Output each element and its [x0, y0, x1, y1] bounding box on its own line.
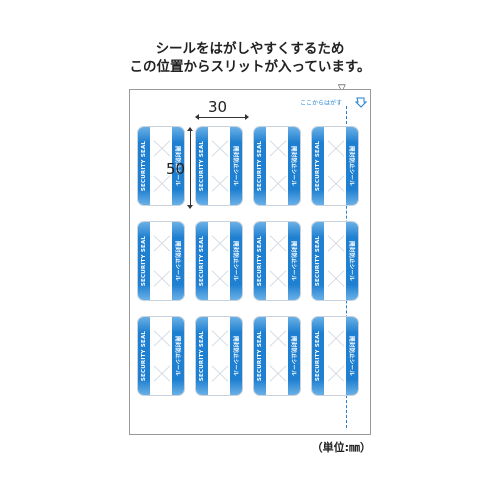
seal-band-note: 開封防止シール [174, 241, 180, 281]
height-dimension-line [187, 127, 193, 209]
cross-mark-icon [211, 330, 229, 382]
seal-band-text: SECURITY SEAL [141, 330, 147, 382]
seal-band-text: SECURITY SEAL [141, 140, 147, 192]
cross-mark-icon [211, 235, 229, 287]
security-seal: SECURITY SEAL 開封防止シール [195, 221, 243, 301]
seal-band-right: 開封防止シール [288, 222, 300, 300]
seal-band-note: 開封防止シール [290, 146, 296, 186]
caption: シールをはがしやすくするため この位置からスリットが入っています。 [0, 40, 500, 76]
seal-band-right: 開封防止シール [230, 127, 242, 205]
cross-mark-icon [269, 235, 287, 287]
seal-band-left: SECURITY SEAL [138, 222, 150, 300]
seal-band-left: SECURITY SEAL [138, 127, 150, 205]
width-dimension-line [195, 114, 249, 120]
cross-mark-icon [327, 235, 345, 287]
seal-band-left: SECURITY SEAL [312, 127, 324, 205]
seal-band-right: 開封防止シール [172, 222, 184, 300]
cross-mark-icon [153, 140, 171, 192]
seal-band-left: SECURITY SEAL [312, 222, 324, 300]
cross-mark-icon [327, 330, 345, 382]
caption-line-2: この位置からスリットが入っています。 [129, 59, 371, 75]
seal-band-note: 開封防止シール [348, 146, 354, 186]
security-seal: SECURITY SEAL 開封防止シール [311, 126, 359, 206]
caption-line-1: シールをはがしやすくするため [155, 41, 345, 57]
security-seal: SECURITY SEAL 開封防止シール [137, 316, 185, 396]
cross-mark-icon [269, 140, 287, 192]
seal-band-note: 開封防止シール [232, 241, 238, 281]
seal-band-text: SECURITY SEAL [257, 140, 263, 192]
seal-band-left: SECURITY SEAL [312, 317, 324, 395]
seal-band-text: SECURITY SEAL [315, 140, 321, 192]
security-seal: SECURITY SEAL 開封防止シール [137, 221, 185, 301]
seal-band-right: 開封防止シール [230, 317, 242, 395]
seal-band-note: 開封防止シール [232, 146, 238, 186]
seal-band-left: SECURITY SEAL [196, 127, 208, 205]
seal-band-right: 開封防止シール [346, 127, 358, 205]
security-seal: SECURITY SEAL 開封防止シール [195, 126, 243, 206]
seal-band-left: SECURITY SEAL [254, 127, 266, 205]
seal-band-note: 開封防止シール [348, 336, 354, 376]
seal-band-text: SECURITY SEAL [199, 330, 205, 382]
seal-band-left: SECURITY SEAL [254, 317, 266, 395]
seal-band-note: 開封防止シール [348, 241, 354, 281]
cross-mark-icon [153, 330, 171, 382]
seal-band-text: SECURITY SEAL [315, 330, 321, 382]
seal-band-note: 開封防止シール [290, 336, 296, 376]
unit-label: （単位:㎜） [311, 441, 371, 454]
security-seal: SECURITY SEAL 開封防止シール [137, 126, 185, 206]
seal-band-text: SECURITY SEAL [315, 235, 321, 287]
height-dimension-label: 50 [166, 160, 186, 178]
seal-band-right: 開封防止シール [172, 127, 184, 205]
security-seal: SECURITY SEAL 開封防止シール [311, 316, 359, 396]
seal-band-text: SECURITY SEAL [257, 330, 263, 382]
seal-band-right: 開封防止シール [346, 222, 358, 300]
seal-band-text: SECURITY SEAL [257, 235, 263, 287]
seal-band-right: 開封防止シール [288, 317, 300, 395]
cross-mark-icon [327, 140, 345, 192]
seal-band-left: SECURITY SEAL [254, 222, 266, 300]
seal-band-right: 開封防止シール [346, 317, 358, 395]
seal-band-left: SECURITY SEAL [196, 317, 208, 395]
security-seal: SECURITY SEAL 開封防止シール [253, 126, 301, 206]
seal-band-right: 開封防止シール [230, 222, 242, 300]
seal-band-text: SECURITY SEAL [141, 235, 147, 287]
seal-band-left: SECURITY SEAL [196, 222, 208, 300]
security-seal: SECURITY SEAL 開封防止シール [253, 316, 301, 396]
cross-mark-icon [211, 140, 229, 192]
security-seal: SECURITY SEAL 開封防止シール [253, 221, 301, 301]
seal-band-note: 開封防止シール [174, 336, 180, 376]
seal-band-text: SECURITY SEAL [199, 140, 205, 192]
seal-band-left: SECURITY SEAL [138, 317, 150, 395]
cross-mark-icon [269, 330, 287, 382]
seal-band-right: 開封防止シール [172, 317, 184, 395]
cross-mark-icon [153, 235, 171, 287]
seal-band-note: 開封防止シール [232, 336, 238, 376]
seal-band-note: 開封防止シール [290, 241, 296, 281]
peel-label: ここからはがす [300, 100, 343, 107]
seal-band-right: 開封防止シール [288, 127, 300, 205]
seal-band-text: SECURITY SEAL [199, 235, 205, 287]
peel-arrow-icon [355, 97, 367, 108]
security-seal: SECURITY SEAL 開封防止シール [195, 316, 243, 396]
security-seal: SECURITY SEAL 開封防止シール [311, 221, 359, 301]
width-dimension-label: 30 [208, 98, 228, 116]
slit-marker-icon: ▽ [338, 83, 346, 94]
